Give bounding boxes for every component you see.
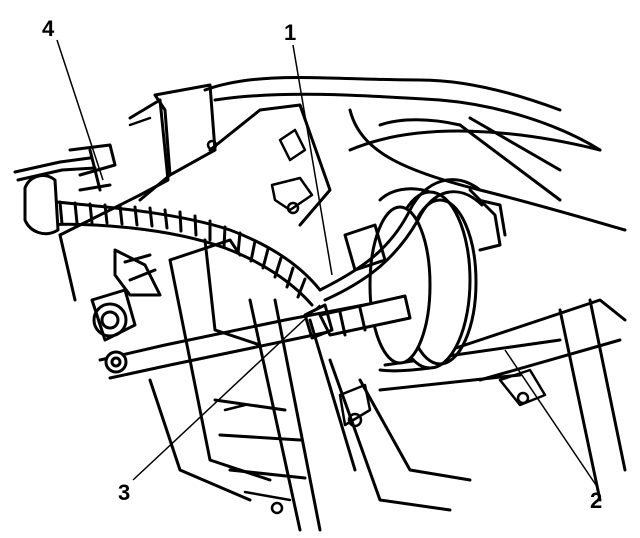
leader-line-2 xyxy=(504,349,599,489)
callout-labels: 1 2 3 4 xyxy=(42,16,602,513)
leader-line-3 xyxy=(132,304,321,481)
callout-2: 2 xyxy=(590,488,602,513)
housing-details xyxy=(128,116,547,515)
callout-1: 1 xyxy=(284,20,296,45)
housing-frame xyxy=(58,76,627,532)
leader-line-4 xyxy=(56,39,104,181)
vacuum-hose xyxy=(318,178,484,302)
callout-4: 4 xyxy=(42,16,55,41)
actuator-rod xyxy=(98,294,412,380)
leader-line-1 xyxy=(292,44,333,276)
vacuum-actuator xyxy=(343,187,507,373)
callout-3: 3 xyxy=(118,480,130,505)
wire-harness xyxy=(13,143,322,342)
leader-lines xyxy=(56,39,599,489)
